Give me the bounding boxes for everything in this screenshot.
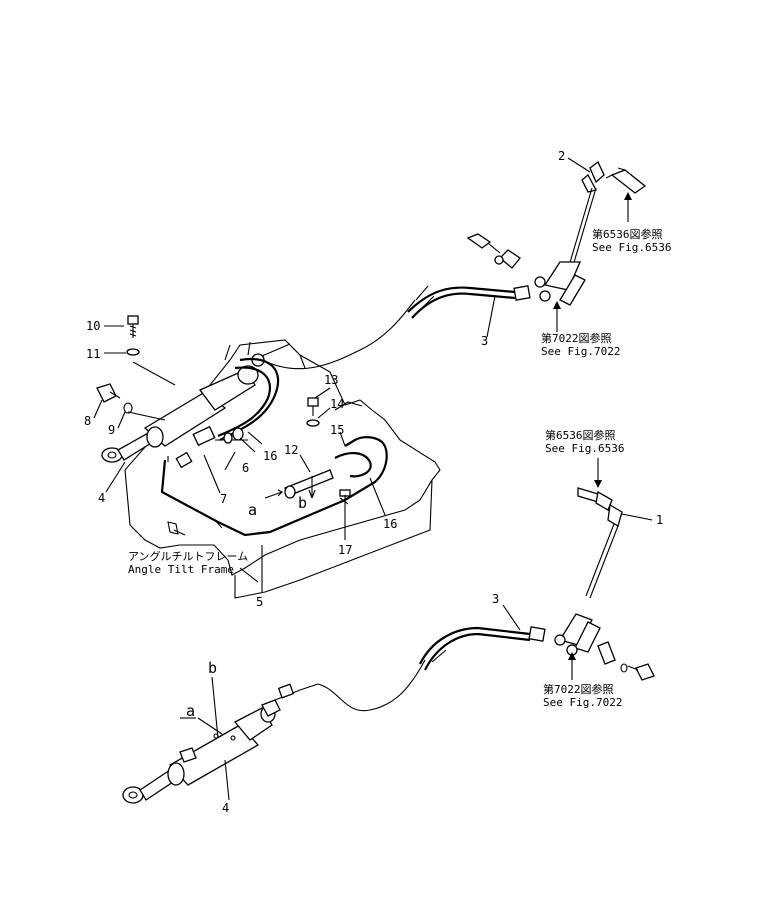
- label-part-9: 9: [108, 423, 115, 437]
- ref-lower-right-jp: 第6536図参照: [545, 428, 616, 442]
- label-port-b-lower: b: [208, 659, 217, 677]
- ref-bottom-right-en: See Fig.7022: [543, 696, 622, 709]
- label-part-3-upper: 3: [481, 334, 488, 348]
- ref-bottom-right-jp: 第7022図参照: [543, 682, 614, 696]
- ref-mid-right-en: See Fig.7022: [541, 345, 620, 358]
- fitting-2-assembly: [466, 160, 647, 306]
- label-part-1: 1: [656, 513, 663, 527]
- angle-tilt-frame: [124, 339, 441, 599]
- hose-3-lower: [317, 626, 546, 712]
- frame-label: アングルチルトフレーム Angle Tilt Frame: [128, 549, 248, 576]
- label-part-5: 5: [256, 595, 263, 609]
- hose-3-upper: [261, 285, 531, 370]
- bolt-10: [127, 315, 139, 338]
- tube-5: [160, 436, 388, 537]
- part-numbers: 2 3 10 11 8 9 4 6 7 16 13 14 12 15 16 17…: [84, 149, 663, 815]
- figure-references: 第6536図参照 See Fig.6536 第7022図参照 See Fig.7…: [541, 227, 671, 709]
- label-part-12: 12: [284, 443, 298, 457]
- o-ring-9: [123, 402, 133, 414]
- label-port-b-upper: b: [298, 494, 307, 512]
- port-labels: a b b a: [186, 494, 307, 720]
- cylinder-upper: [101, 343, 291, 463]
- leaders-top-right: [486, 157, 632, 338]
- label-part-16-b: 16: [383, 517, 397, 531]
- label-part-13: 13: [324, 373, 338, 387]
- label-part-4-upper: 4: [98, 491, 105, 505]
- frame-label-jp: アングルチルトフレーム: [128, 549, 248, 563]
- fitting-1-assembly: [554, 487, 655, 681]
- label-part-10: 10: [86, 319, 100, 333]
- label-port-a-upper: a: [248, 501, 257, 519]
- bolt-13: [307, 397, 319, 416]
- label-port-a-lower: a: [186, 702, 195, 720]
- leaders-lower: [180, 458, 653, 801]
- label-part-11: 11: [86, 347, 100, 361]
- cylinder-lower: [122, 683, 319, 804]
- washer-14: [306, 419, 320, 427]
- ref-top-right-jp: 第6536図参照: [592, 227, 663, 241]
- frame-label-en: Angle Tilt Frame: [128, 563, 234, 576]
- ref-top-right-en: See Fig.6536: [592, 241, 671, 254]
- fitting-12-assembly: [264, 452, 372, 499]
- label-part-7: 7: [220, 492, 227, 506]
- label-part-2: 2: [558, 149, 565, 163]
- label-part-8: 8: [84, 414, 91, 428]
- label-part-15: 15: [330, 423, 344, 437]
- leaders-upper: [93, 325, 386, 592]
- label-part-4-lower: 4: [222, 801, 229, 815]
- ref-mid-right-jp: 第7022図参照: [541, 331, 612, 345]
- label-part-14: 14: [330, 397, 344, 411]
- label-part-3-lower: 3: [492, 592, 499, 606]
- washer-11: [126, 348, 140, 356]
- plug-8: [96, 383, 121, 403]
- ref-lower-right-en: See Fig.6536: [545, 442, 624, 455]
- label-part-17: 17: [338, 543, 352, 557]
- label-part-16-a: 16: [263, 449, 277, 463]
- label-part-6: 6: [242, 461, 249, 475]
